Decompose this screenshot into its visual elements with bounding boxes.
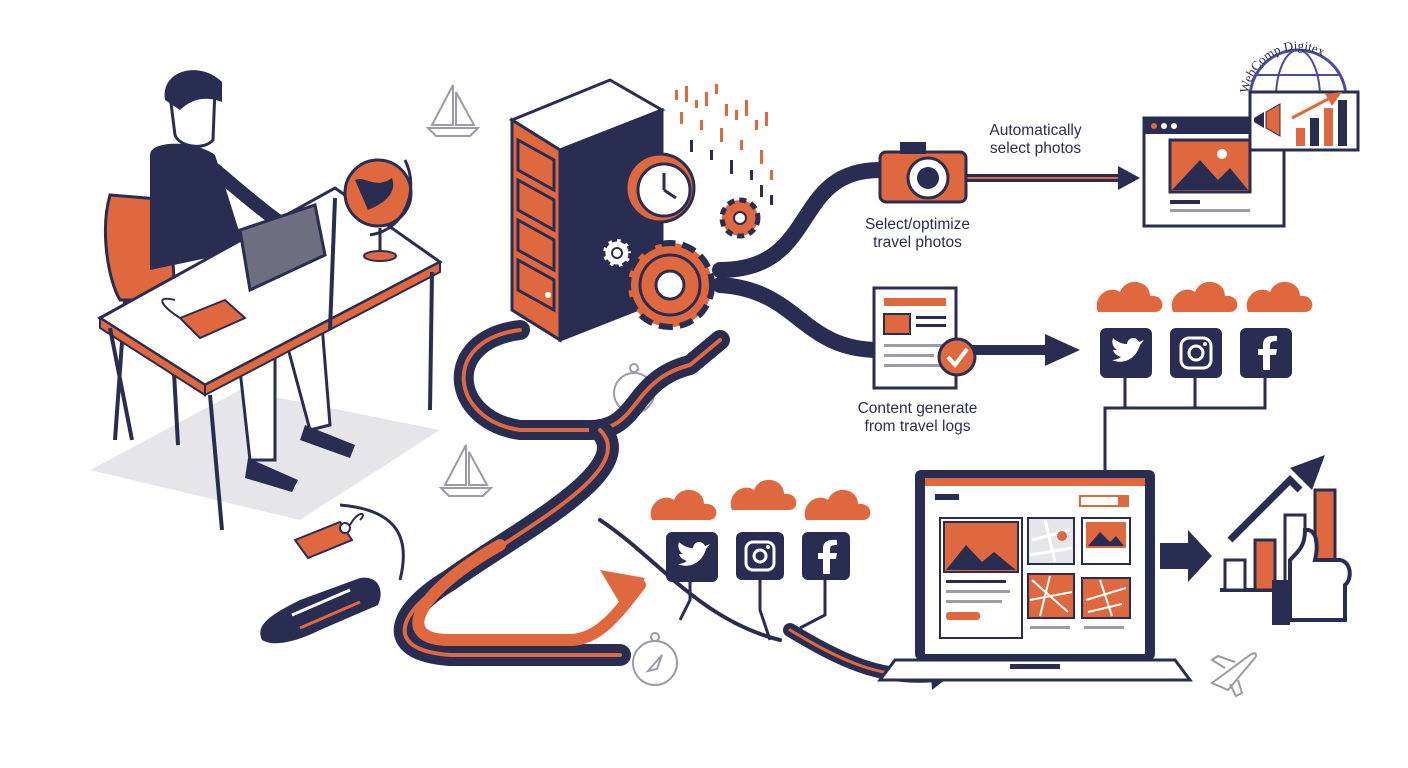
data-stream xyxy=(675,84,773,180)
person-at-desk xyxy=(90,70,443,531)
train-icon xyxy=(260,577,381,644)
instagram-icon xyxy=(1170,328,1222,378)
arrow-icon xyxy=(1118,166,1140,190)
thumbs-up-icon xyxy=(1272,527,1352,625)
twitter-icon xyxy=(666,532,718,582)
sailboat-icon xyxy=(438,444,494,497)
cloud-icon xyxy=(1096,281,1313,312)
arrow-icon xyxy=(1160,530,1212,582)
arrow-icon xyxy=(600,570,645,612)
twitter-icon xyxy=(1100,328,1152,378)
facebook-icon xyxy=(1240,328,1292,378)
content-generate-label: Content generate from travel logs xyxy=(857,400,978,435)
globe-icon xyxy=(343,158,413,262)
workflow-road xyxy=(393,162,942,683)
gear-icon xyxy=(719,197,761,239)
checkmark-icon xyxy=(937,337,977,377)
airplane-icon xyxy=(1210,652,1258,698)
connector-line xyxy=(339,503,405,581)
luggage-tag-icon xyxy=(293,512,364,560)
clock-icon xyxy=(624,152,696,224)
social-connectors xyxy=(1103,378,1267,470)
social-connectors xyxy=(678,580,827,641)
select-optimize-label: Select/optimize travel photos xyxy=(864,216,971,251)
laptop-website xyxy=(877,470,1193,682)
luggage-tag-icon xyxy=(161,297,247,340)
instagram-icon xyxy=(736,532,784,580)
cloud-icon xyxy=(650,479,871,520)
data-stream xyxy=(690,140,773,205)
arrow-icon xyxy=(1045,334,1080,366)
facebook-icon xyxy=(802,532,850,580)
gear-icon xyxy=(600,236,634,270)
camera-icon xyxy=(878,142,968,204)
webcomp-digitex-logo: WebComp Digitex xyxy=(1236,38,1360,152)
document-icon xyxy=(872,286,958,390)
auto-select-label: Automatically select photos xyxy=(989,122,1082,157)
gear-icon xyxy=(625,240,715,330)
sailboat-icon xyxy=(425,84,481,137)
compass-icon xyxy=(632,632,678,686)
